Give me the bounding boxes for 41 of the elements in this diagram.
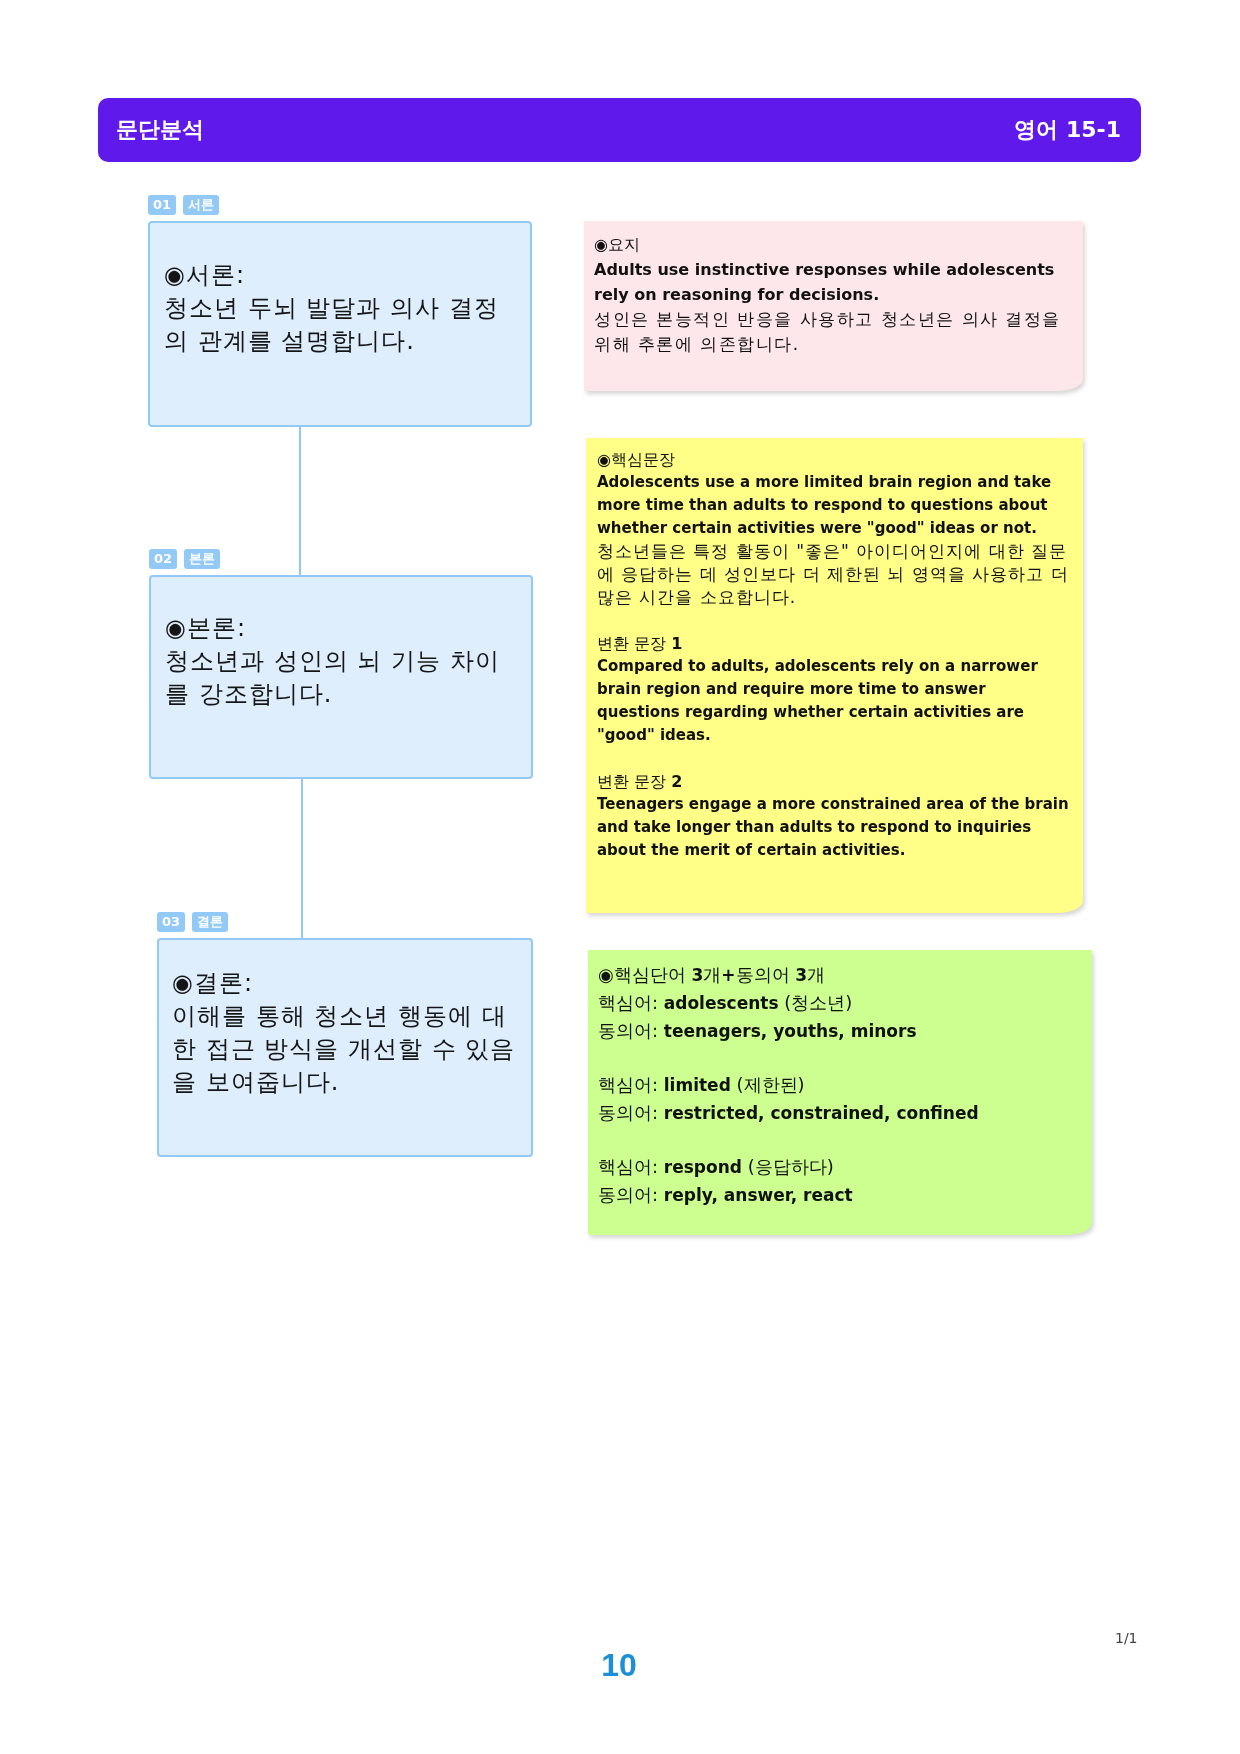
korean-translation: 청소년들은 특정 활동이 "좋은" 아이디어인지에 대한 질문에 응답하는 데 성인보다 더 제한된 뇌 영역을 사용하고 더 많은 시간을 소요합니다. <box>597 540 1070 609</box>
keyword-entry: 핵심어: respond (응답하다) <box>598 1155 835 1179</box>
card-heading: ◉요지 <box>594 234 641 256</box>
note-card <box>588 950 1092 1235</box>
english-sentence: Compared to adults, adolescents rely on a narrower brain region and require more time to answer questions regarding whether certain activities are "good" ideas. <box>597 656 1039 746</box>
section-box <box>148 221 532 427</box>
keyword-entry: 핵심어: limited (제한된) <box>598 1073 806 1097</box>
unit-label: 영어 15-1 <box>1014 116 1121 144</box>
section-heading: ◉서론: <box>164 260 247 291</box>
section-heading: ◉결론: <box>172 968 255 999</box>
section-box <box>149 575 533 779</box>
step-number-tag: 02 <box>149 549 178 569</box>
section-box <box>157 938 533 1157</box>
section-summary: 청소년과 성인의 뇌 기능 차이를 강조합니다. <box>165 646 501 710</box>
section-tag: 본론 <box>184 549 221 569</box>
step-number-tag: 03 <box>157 912 186 932</box>
english-sentence: Teenagers engage a more constrained area of the brain and take longer than adults to respond to inquiries about the merit of certain activities. <box>597 794 1070 861</box>
subheading: 변환 문장 2 <box>597 771 684 793</box>
synonym-entry: 동의어: teenagers, youths, minors <box>598 1019 918 1043</box>
step-number-tag: 01 <box>148 195 177 215</box>
subheading: 변환 문장 1 <box>597 633 684 655</box>
page-count: 1/1 <box>1115 1630 1138 1646</box>
section-summary: 청소년 두뇌 발달과 의사 결정의 관계를 설명합니다. <box>164 293 500 357</box>
korean-translation: 성인은 본능적인 반응을 사용하고 청소년은 의사 결정을 위해 추론에 의존합니다. <box>594 308 1062 356</box>
connector-line <box>301 778 303 939</box>
synonym-entry: 동의어: restricted, constrained, confined <box>598 1101 980 1125</box>
page-number: 10 <box>601 1648 637 1682</box>
card-heading: ◉핵심단어 3개+동의어 3개 <box>598 963 827 987</box>
connector-line <box>299 426 301 576</box>
synonym-entry: 동의어: reply, answer, react <box>598 1183 854 1207</box>
page-title: 문단분석 <box>116 116 204 144</box>
section-tag: 서론 <box>183 195 220 215</box>
card-heading: ◉핵심문장 <box>597 449 676 471</box>
note-card <box>586 438 1083 913</box>
section-tag: 결론 <box>192 912 229 932</box>
keyword-entry: 핵심어: adolescents (청소년) <box>598 991 854 1015</box>
section-heading: ◉본론: <box>165 613 248 644</box>
note-card <box>584 221 1083 391</box>
section-summary: 이해를 통해 청소년 행동에 대한 접근 방식을 개선할 수 있음을 보여줍니다. <box>172 1001 517 1098</box>
english-sentence: Adults use instinctive responses while adolescents rely on reasoning for decisions. <box>594 259 1056 306</box>
english-sentence: Adolescents use a more limited brain region and take more time than adults to respond to questions about whether certain activities were "good" ideas or not. <box>597 472 1053 539</box>
